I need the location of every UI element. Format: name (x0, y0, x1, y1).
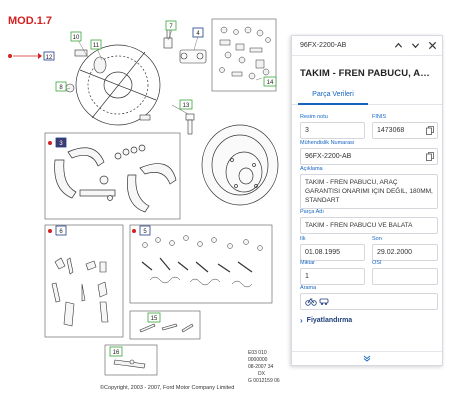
spring-kit-box (129, 224, 273, 304)
close-icon (428, 41, 436, 50)
finis-label: FINIS (372, 114, 387, 120)
callout-label-3: 3 (59, 141, 63, 147)
bicycle-search-icon[interactable] (305, 296, 317, 306)
osi-value (372, 268, 438, 285)
footer-code-1: E03 010 (248, 350, 267, 356)
part-details-panel: 96FX-2200-AB TAKIM - FREN PABUCU, ARAÇ G… (291, 35, 443, 366)
footer-code-5: G 0012159 06 (248, 378, 280, 384)
description-label: Açıklama (300, 166, 323, 172)
end-date-value: 29.02.2000 (372, 244, 438, 261)
tab-part-data[interactable]: Parça Verileri (298, 88, 368, 105)
copy-icon[interactable] (426, 152, 434, 161)
footer-code-2: 0000000 (248, 357, 268, 363)
callout-label-10: 10 (73, 35, 80, 41)
callout-label-8: 8 (59, 85, 63, 91)
callout-label-11: 11 (93, 43, 100, 49)
callout-6[interactable] (48, 225, 67, 236)
description-field: Açıklama TAKIM - FREN PABUCU, ARAÇ GARAN… (300, 166, 438, 209)
engineering-number-value: 96FX-2200-AB (305, 153, 352, 160)
previous-button[interactable] (391, 39, 405, 53)
search-label: Arama (300, 285, 317, 291)
copy-icon[interactable] (426, 126, 434, 135)
callout-label-13: 13 (183, 103, 190, 109)
chevron-up-icon (394, 42, 402, 48)
quantity-value: 1 (300, 268, 365, 285)
search-tools (300, 293, 438, 310)
callout-8[interactable] (55, 81, 67, 92)
callout-15[interactable] (147, 312, 161, 323)
vehicle-search-icon[interactable] (319, 296, 329, 306)
callout-label-6: 6 (59, 229, 63, 235)
callout-16[interactable] (109, 346, 123, 357)
callout-marker-12[interactable] (8, 51, 55, 61)
end-date-field: Son 29.02.2000 (372, 236, 438, 261)
panel-header: TAKIM - FREN PABUCU, ARAÇ GARANTISI ONAR… (292, 56, 442, 85)
panel-tabs: Parça Verileri (292, 85, 442, 105)
ref-label: Resim notu (300, 114, 328, 120)
osi-label: OSI (372, 260, 382, 266)
small-parts-box (129, 310, 201, 340)
callout-label-15: 15 (151, 316, 158, 322)
callout-4[interactable] (192, 27, 204, 38)
quantity-field: Miktar 1 (300, 260, 365, 285)
backing-plate (75, 44, 161, 126)
diagram-drawing: 10 11 7 4 8 13 14 12 15 16 6 5 3 (8, 18, 279, 376)
callout-label-16: 16 (113, 350, 120, 356)
osi-field: OSI (372, 260, 438, 285)
finis-value: 1473068 (377, 127, 405, 134)
wheel-cylinder (163, 27, 207, 64)
callout-label-12: 12 (46, 55, 53, 61)
part-name-value: TAKIM - FREN PABUCU VE BALATA (300, 217, 438, 234)
end-date-label: Son (372, 236, 382, 242)
callout-11[interactable] (90, 39, 102, 50)
lower-left-parts-box (44, 224, 124, 338)
finis-box: 1473068 (372, 122, 438, 139)
part-name-field: Parça Adı TAKIM - FREN PABUCU VE BALATA (300, 209, 438, 234)
chevron-right-icon: › (300, 316, 303, 325)
panel-toolbar: 96FX-2200-AB (292, 36, 442, 56)
callout-7[interactable] (165, 20, 177, 31)
finis-field: FINIS 1473068 (372, 114, 438, 139)
callout-label-7: 7 (169, 24, 173, 30)
engineering-number-box: 96FX-2200-AB (300, 148, 438, 165)
panel-part-code: 96FX-2200-AB (300, 42, 347, 49)
chevron-down-icon (411, 43, 419, 49)
callout-13[interactable] (179, 99, 193, 110)
brake-shoe-set-box (44, 132, 181, 220)
close-button[interactable] (425, 39, 439, 53)
callout-label-5: 5 (143, 229, 147, 235)
part-title: TAKIM - FREN PABUCU, ARAÇ GARANTISI ONAR… (300, 68, 434, 79)
footer-code-4: DX (258, 371, 265, 377)
callout-14[interactable] (263, 76, 277, 87)
description-value: TAKIM - FREN PABUCU, ARAÇ GARANTISI ONAR… (300, 174, 438, 209)
brake-drum (201, 124, 279, 206)
pricing-toggle[interactable]: › Fiyatlandırma (300, 316, 352, 325)
footer-code-3: 08-2007 34 (248, 364, 274, 370)
start-date-field: Ilk 01.08.1995 (300, 236, 365, 261)
callout-label-14: 14 (267, 80, 274, 86)
start-date-label: Ilk (300, 236, 306, 242)
start-date-value: 01.08.1995 (300, 244, 365, 261)
model-label: MOD.1.7 (8, 15, 53, 27)
callout-label-4: 4 (196, 31, 200, 37)
double-chevron-down-icon (363, 355, 371, 362)
ref-value: 3 (300, 122, 365, 139)
pricing-label: Fiyatlandırma (306, 317, 353, 324)
engineering-number-field: Mühendislik Numarası 96FX-2200-AB (300, 140, 438, 165)
callout-10[interactable] (70, 31, 82, 42)
exploded-parts-diagram: MOD.1.7 (8, 15, 280, 391)
search-field: Arama (300, 285, 438, 310)
next-button[interactable] (408, 39, 422, 53)
panel-collapse-bar[interactable] (292, 351, 442, 365)
part-name-label: Parça Adı (300, 209, 324, 215)
callout-3[interactable] (48, 137, 67, 148)
ref-field: Resim notu 3 (300, 114, 365, 139)
engineering-number-label: Mühendislik Numarası (300, 140, 355, 146)
bolt (185, 113, 195, 135)
quantity-label: Miktar (300, 260, 315, 266)
callout-5[interactable] (132, 225, 151, 236)
copyright-notice: ©Copyright, 2003 - 2007, Ford Motor Comp… (100, 385, 235, 391)
